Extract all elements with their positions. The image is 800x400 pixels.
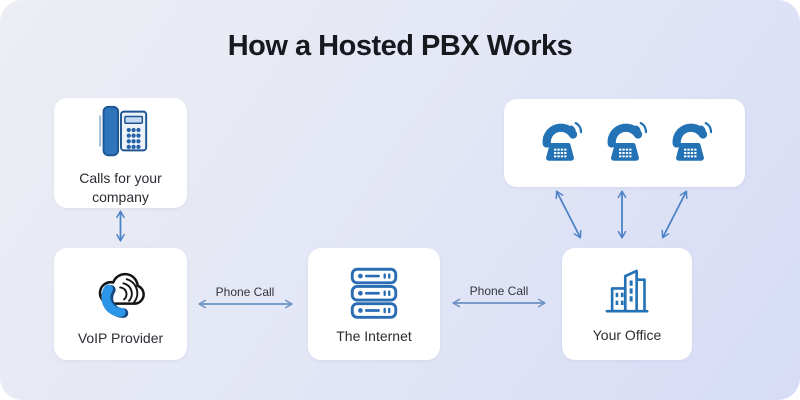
arrow-office-phone-3 <box>661 190 688 239</box>
node-label: VoIP Provider <box>77 330 164 347</box>
edge-label-phone-call: Phone Call <box>215 285 275 299</box>
ringing-phone-icon <box>601 119 649 167</box>
node-calls-for-your-company: Calls for your company <box>54 98 187 208</box>
voip-cloud-phone-icon <box>88 260 154 322</box>
server-stack-icon <box>345 262 403 320</box>
ringing-phone-icon <box>536 119 584 167</box>
node-the-internet: The Internet <box>308 248 440 360</box>
node-label: Calls for your company <box>79 170 162 205</box>
office-building-icon <box>599 263 655 319</box>
node-your-office: Your Office <box>562 248 692 360</box>
node-label: The Internet <box>336 328 412 345</box>
node-incoming-phones <box>504 99 745 187</box>
diagram-title: How a Hosted PBX Works <box>227 30 573 62</box>
arrow-office-phone-1 <box>555 190 582 239</box>
node-label: Your Office <box>592 327 662 344</box>
desk-phone-icon <box>90 100 152 162</box>
node-voip-provider: VoIP Provider <box>54 248 187 360</box>
ringing-phone-icon <box>666 119 714 167</box>
edge-label-phone-call: Phone Call <box>469 284 529 298</box>
